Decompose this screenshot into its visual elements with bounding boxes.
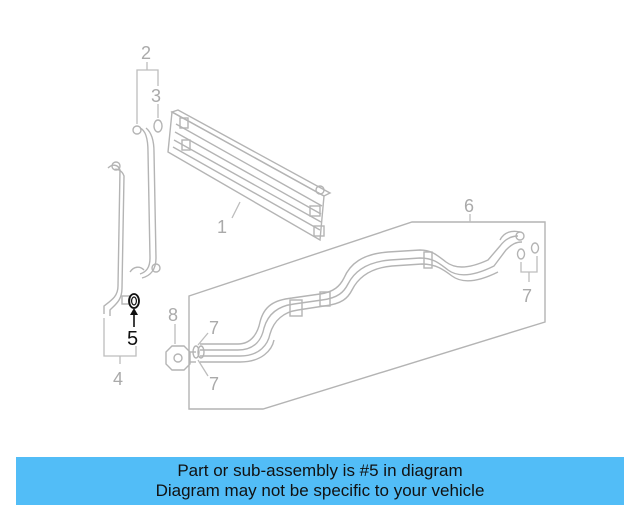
callout-2: 2 bbox=[141, 43, 151, 63]
cooler-line-part-2 bbox=[129, 125, 161, 279]
parts-diagram: 1 2 3 4 5 6 bbox=[103, 43, 546, 410]
callout-5: 5 bbox=[127, 328, 138, 350]
cooler-line-part-4 bbox=[103, 161, 131, 316]
callout-1: 1 bbox=[217, 217, 227, 237]
callout-7-lower: 7 bbox=[209, 374, 219, 394]
cooler-lines-part-6 bbox=[200, 230, 525, 363]
seal-part-5 bbox=[128, 293, 140, 327]
callout-6: 6 bbox=[464, 196, 474, 216]
callout-7-right: 7 bbox=[522, 286, 532, 306]
o-ring-part-3 bbox=[153, 119, 163, 133]
leader-7-lower bbox=[197, 359, 209, 377]
callout-4: 4 bbox=[113, 369, 123, 389]
banner-line-2: Diagram may not be specific to your vehi… bbox=[155, 481, 485, 500]
assembly-box-part-6 bbox=[188, 221, 546, 410]
banner-line-1: Part or sub-assembly is #5 in diagram bbox=[177, 461, 463, 480]
connector-part-8 bbox=[165, 345, 196, 371]
callout-8: 8 bbox=[168, 305, 178, 325]
callout-7-upper: 7 bbox=[209, 318, 219, 338]
clip-part-7-right bbox=[516, 242, 540, 260]
leader-1 bbox=[231, 201, 241, 219]
info-banner: Part or sub-assembly is #5 in diagram Di… bbox=[16, 457, 624, 505]
callout-3: 3 bbox=[151, 86, 161, 106]
oil-cooler-part-1 bbox=[167, 109, 332, 242]
leader-7-upper bbox=[197, 332, 209, 346]
